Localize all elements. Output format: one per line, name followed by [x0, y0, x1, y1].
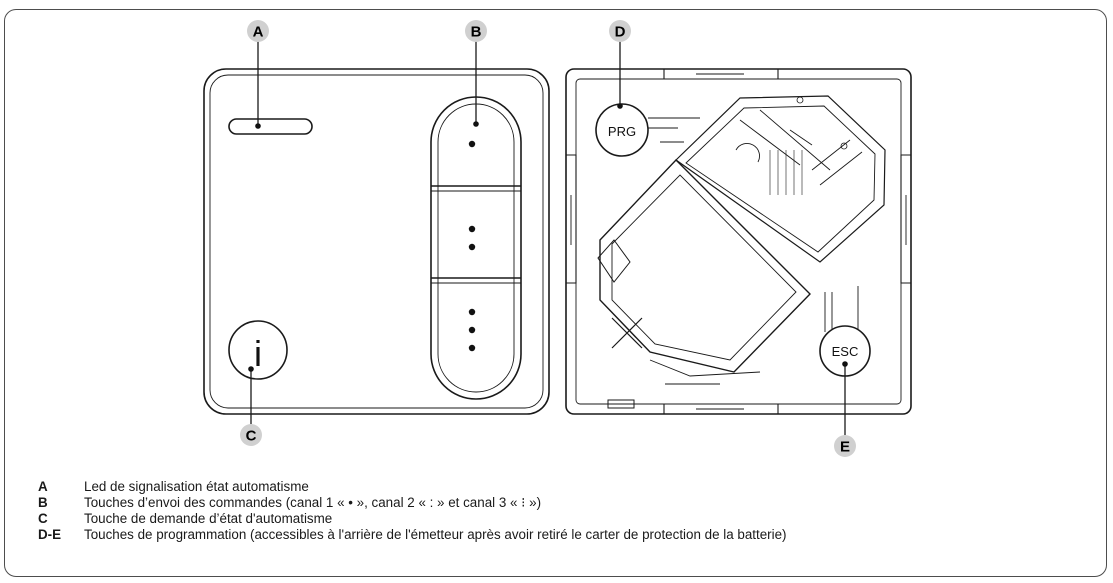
callout-e-letter: E: [840, 439, 850, 456]
prg-button-label: PRG: [608, 124, 636, 139]
callout-e: E: [834, 435, 856, 457]
info-button[interactable]: [228, 320, 288, 380]
command-button-group[interactable]: [430, 96, 522, 400]
battery-cross-mark: [611, 317, 643, 349]
led-indicator: [228, 118, 313, 135]
front-side-notches: [203, 170, 550, 290]
info-button-symbol: i: [254, 333, 262, 374]
legend-text: Touches d’envoi des commandes (canal 1 «…: [84, 495, 542, 510]
remote-front-view: i: [203, 68, 550, 415]
legend-text: Led de signalisation état automatisme: [84, 479, 309, 494]
legend-row-a: A Led de signalisation état automatisme: [38, 479, 787, 495]
callout-c-letter: C: [246, 428, 257, 445]
remote-back-view: PRG ESC: [565, 68, 912, 415]
callout-a-letter: A: [253, 24, 264, 41]
remote-diagram: i: [203, 20, 912, 457]
legend-text: Touches de programmation (accessibles à …: [84, 527, 787, 542]
front-body-inner-edge: [209, 74, 544, 409]
legend-key: C: [38, 511, 48, 526]
callout-d: D: [609, 20, 631, 42]
callout-d-letter: D: [615, 24, 626, 41]
callout-c: C: [240, 424, 262, 446]
channel-3-dot-middle[interactable]: [468, 326, 476, 334]
callout-b: B: [465, 20, 487, 42]
legend-key: D-E: [38, 527, 62, 542]
channel-3-dot-top[interactable]: [468, 308, 476, 316]
callout-a: A: [247, 20, 269, 42]
channel-2-dot-top[interactable]: [468, 225, 476, 233]
command-buttons[interactable]: [430, 96, 522, 400]
legend-row-c: C Touche de demande d’état d'automatisme: [38, 511, 787, 527]
callout-b-letter: B: [471, 24, 482, 41]
channel-2-dot-bottom[interactable]: [468, 243, 476, 251]
battery-compartment: [597, 95, 886, 385]
legend-row-de: D-E Touches de programmation (accessible…: [38, 527, 787, 543]
figure-frame: [4, 9, 1107, 577]
legend: A Led de signalisation état automatisme …: [38, 479, 787, 543]
legend-text: Touche de demande d’état d'automatisme: [84, 511, 333, 526]
prg-button[interactable]: [595, 103, 649, 157]
channel-3-dot-bottom[interactable]: [468, 344, 476, 352]
legend-key: A: [38, 479, 48, 494]
legend-row-b: B Touches d’envoi des commandes (canal 1…: [38, 495, 787, 511]
legend-key: B: [38, 495, 48, 510]
esc-button-label: ESC: [832, 344, 859, 359]
channel-1-dot[interactable]: [468, 140, 476, 148]
back-body-outline: [565, 68, 912, 415]
